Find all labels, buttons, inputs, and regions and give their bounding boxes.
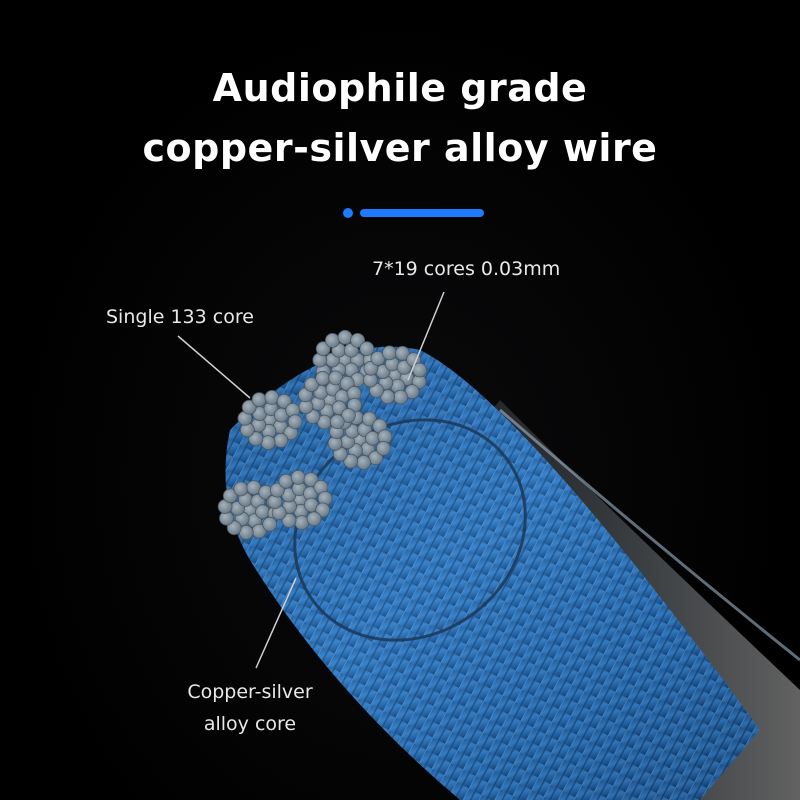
wire-end bbox=[324, 332, 340, 348]
callout-alloy-core: Copper-silver alloy core bbox=[180, 676, 320, 740]
wire-end bbox=[375, 440, 391, 456]
core-bundle bbox=[267, 469, 333, 530]
wire-end bbox=[262, 516, 278, 532]
wire-end bbox=[380, 389, 396, 405]
wire-end bbox=[356, 454, 372, 470]
wire-end bbox=[278, 473, 294, 489]
callout-alloy-line-2: alloy core bbox=[203, 713, 297, 735]
wire-end bbox=[361, 411, 377, 427]
accent-divider bbox=[343, 208, 484, 218]
wire-end bbox=[365, 430, 380, 446]
wire-end bbox=[304, 377, 320, 392]
wire-end bbox=[329, 414, 345, 430]
wire-end bbox=[260, 435, 276, 451]
wire-end bbox=[303, 472, 319, 488]
wire-end bbox=[350, 332, 366, 348]
wire-end bbox=[340, 408, 356, 423]
callout-cores: 7*19 cores 0.03mm bbox=[372, 258, 561, 280]
wire-end bbox=[251, 392, 267, 408]
wire-end bbox=[273, 432, 289, 448]
core-bundles bbox=[217, 329, 428, 540]
wire-end bbox=[233, 481, 249, 497]
wire-end bbox=[393, 389, 409, 405]
core-bundle bbox=[237, 389, 303, 451]
core-bundle bbox=[362, 345, 428, 405]
wire-end bbox=[315, 370, 331, 386]
wire-end bbox=[337, 329, 353, 345]
wire-end bbox=[222, 488, 238, 504]
leader-cores bbox=[407, 291, 445, 381]
callout-alloy-line-1: Copper-silver bbox=[187, 681, 313, 703]
wire-end bbox=[281, 513, 297, 528]
wire-end bbox=[287, 414, 303, 430]
wire-end bbox=[343, 453, 359, 469]
wire-end bbox=[315, 502, 331, 518]
callout-single-core: Single 133 core bbox=[106, 306, 254, 328]
leader-alloy bbox=[255, 577, 297, 669]
wire-end bbox=[306, 511, 322, 527]
wire-end bbox=[381, 345, 397, 361]
heading-line-2: copper-silver alloy wire bbox=[142, 126, 658, 170]
wire-end bbox=[359, 341, 375, 357]
leader-single bbox=[177, 335, 251, 399]
wire-end bbox=[315, 341, 331, 357]
wire-end bbox=[264, 389, 280, 405]
core-bundle bbox=[298, 370, 362, 430]
wire-end bbox=[269, 482, 285, 498]
wire-end bbox=[255, 504, 270, 520]
wire-end bbox=[394, 345, 410, 361]
heading-line-1: Audiophile grade bbox=[212, 66, 588, 110]
wire-end bbox=[294, 515, 310, 530]
wire-end bbox=[241, 399, 257, 415]
wire-end bbox=[290, 469, 306, 485]
